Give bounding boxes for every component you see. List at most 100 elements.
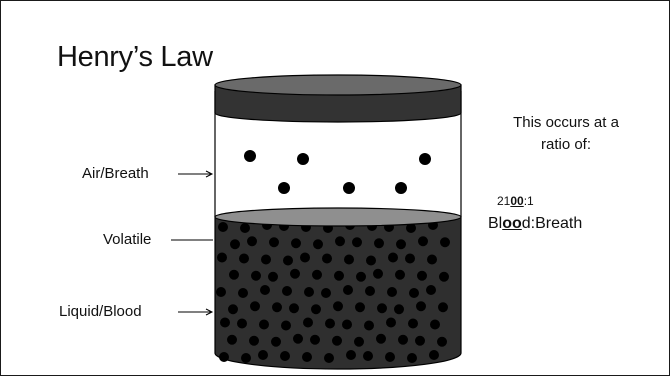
leader-lines bbox=[171, 171, 213, 315]
container bbox=[215, 75, 461, 369]
label-volatile: Volatile bbox=[103, 231, 151, 248]
liquid-molecule bbox=[376, 334, 386, 344]
liquid-molecule bbox=[238, 288, 248, 298]
liquid-molecule bbox=[408, 319, 418, 329]
liquid-molecule bbox=[416, 301, 426, 311]
liquid-molecule bbox=[325, 319, 335, 329]
liquid-molecule bbox=[395, 270, 405, 280]
liquid-molecule bbox=[269, 237, 279, 247]
liquid-molecule bbox=[272, 302, 282, 312]
liquid-molecule bbox=[405, 254, 415, 264]
liquid-molecule bbox=[437, 337, 447, 347]
liquid-molecule bbox=[293, 334, 303, 344]
liquid-molecule bbox=[302, 352, 312, 362]
liquid-molecule bbox=[356, 272, 366, 282]
lid-top bbox=[215, 75, 461, 95]
liquid-molecule bbox=[335, 236, 345, 246]
liquid-molecule bbox=[310, 335, 320, 345]
ratio-words: Blood:Breath bbox=[488, 215, 582, 233]
liquid-molecule bbox=[324, 353, 334, 363]
liquid-molecule bbox=[352, 237, 362, 247]
liquid-molecule bbox=[247, 236, 257, 246]
liquid-molecule bbox=[332, 336, 342, 346]
liquid-molecule bbox=[344, 255, 354, 265]
liquid-molecule bbox=[355, 302, 365, 312]
liquid-molecule bbox=[228, 304, 238, 314]
liquid-molecule bbox=[250, 301, 260, 311]
liquid-molecule bbox=[415, 336, 425, 346]
liquid-surface bbox=[215, 208, 461, 226]
liquid-molecule bbox=[312, 270, 322, 280]
label-air-breath: Air/Breath bbox=[82, 165, 149, 182]
liquid-molecule bbox=[311, 304, 321, 314]
liquid-molecule bbox=[219, 352, 229, 362]
liquid-molecule bbox=[438, 302, 448, 312]
liquid-molecule bbox=[386, 318, 396, 328]
liquid-molecule bbox=[427, 255, 437, 265]
liquid-molecule bbox=[430, 320, 440, 330]
liquid-molecule bbox=[230, 239, 240, 249]
liquid-molecule bbox=[440, 237, 450, 247]
liquid-molecule bbox=[409, 288, 419, 298]
liquid-molecule bbox=[365, 286, 375, 296]
liquid-molecule bbox=[290, 269, 300, 279]
liquid-molecule bbox=[322, 254, 332, 264]
liquid-molecule bbox=[251, 271, 261, 281]
liquid-molecule bbox=[354, 337, 364, 347]
molecule bbox=[419, 153, 431, 165]
liquid-molecule bbox=[227, 335, 237, 345]
liquid-molecule bbox=[342, 320, 352, 330]
liquid-molecule bbox=[261, 255, 271, 265]
liquid-molecule bbox=[429, 350, 439, 360]
liquid-molecule bbox=[281, 321, 291, 331]
liquid-molecule bbox=[291, 238, 301, 248]
liquid-molecule bbox=[387, 287, 397, 297]
liquid-molecule bbox=[334, 271, 344, 281]
ratio-part: :1 bbox=[524, 194, 534, 208]
molecule bbox=[395, 182, 407, 194]
liquid-molecule bbox=[237, 319, 247, 329]
liquid-molecule bbox=[283, 256, 293, 266]
ratio-note-line2: ratio of: bbox=[481, 134, 651, 156]
ratio-part-emphasis: 00 bbox=[510, 194, 523, 208]
liquid-molecule bbox=[217, 253, 227, 263]
molecule bbox=[343, 182, 355, 194]
ratio-word-part: Bl bbox=[488, 215, 502, 232]
liquid-molecule bbox=[385, 352, 395, 362]
liquid-molecule bbox=[249, 336, 259, 346]
liquid-molecule bbox=[268, 272, 278, 282]
liquid-molecule bbox=[241, 353, 251, 363]
liquid-molecule bbox=[418, 236, 428, 246]
liquid-molecule bbox=[321, 288, 331, 298]
liquid-molecule bbox=[258, 350, 268, 360]
liquid-molecule bbox=[220, 318, 230, 328]
liquid-molecule bbox=[346, 350, 356, 360]
molecule bbox=[244, 150, 256, 162]
liquid-molecule bbox=[259, 320, 269, 330]
molecule bbox=[297, 153, 309, 165]
liquid-molecule bbox=[366, 256, 376, 266]
liquid-molecule bbox=[407, 353, 417, 363]
liquid-molecule bbox=[394, 304, 404, 314]
liquid-molecule bbox=[300, 253, 310, 263]
liquid-molecule bbox=[280, 351, 290, 361]
liquid-molecule bbox=[426, 285, 436, 295]
liquid-molecule bbox=[439, 272, 449, 282]
air-molecules bbox=[244, 150, 431, 194]
liquid-molecule bbox=[373, 269, 383, 279]
liquid-molecule bbox=[417, 271, 427, 281]
liquid-molecule bbox=[377, 303, 387, 313]
liquid-molecule bbox=[398, 335, 408, 345]
liquid-molecule bbox=[229, 270, 239, 280]
liquid-molecule bbox=[240, 223, 250, 233]
ratio-value: 2100:1 bbox=[497, 194, 534, 208]
liquid-molecule bbox=[239, 254, 249, 264]
ratio-note-line1: This occurs at a bbox=[481, 112, 651, 134]
liquid-molecule bbox=[313, 239, 323, 249]
liquid-molecule bbox=[271, 337, 281, 347]
liquid-molecule bbox=[218, 222, 228, 232]
liquid-molecule bbox=[304, 287, 314, 297]
ratio-part: 21 bbox=[497, 194, 510, 208]
liquid-molecule bbox=[364, 321, 374, 331]
ratio-note: This occurs at a ratio of: bbox=[481, 112, 651, 156]
